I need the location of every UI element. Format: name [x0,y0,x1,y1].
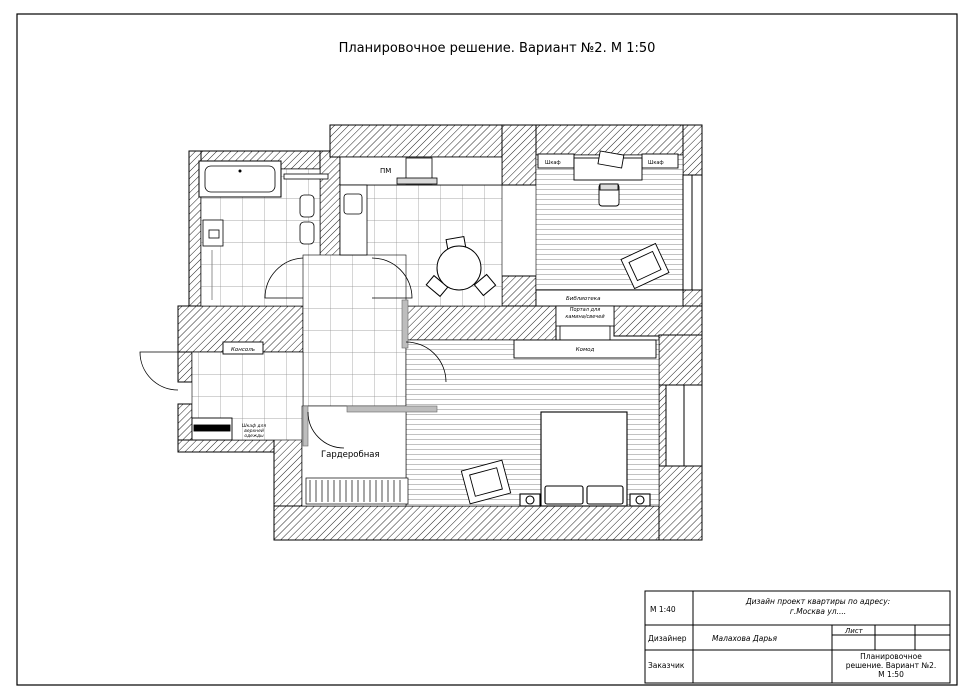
armchair [460,459,512,505]
floors [191,154,684,507]
bed [519,411,651,507]
tb-designer-label: Дизайнер [648,634,687,643]
label-shelf-left: Шкаф [545,160,561,166]
sanitary-fixtures [202,173,329,300]
label-wardrobe-1: Шкаф для [242,423,267,429]
sheet-frame [16,13,958,686]
label-konsol: Консоль [231,347,255,353]
tb-project-1: Дизайн проект квартиры по адресу: [745,597,890,606]
study-furniture [535,150,684,307]
label-portal-2: камина/свечей [565,314,605,320]
label-shelf-right: Шкаф [648,160,664,166]
windows [665,174,703,467]
chest-of-drawers [513,339,657,359]
label-garderobnaya: Гардеробная [321,450,380,460]
label-library: Библиотека [566,296,601,302]
label-komod: Комод [576,347,595,353]
label-wardrobe-2: верхней [244,428,264,434]
dining-table [425,235,497,298]
title-block: М 1:40 Дизайн проект квартиры по адресу:… [644,590,951,684]
tb-project-2: г.Москва ул.... [790,607,846,616]
door-swings [139,257,447,449]
wardrobe-rail [305,477,409,505]
hallway-floor [302,254,407,407]
partitions [302,299,438,447]
drawing-title: Планировочное решение. Вариант №2. М 1:5… [339,41,656,56]
label-portal-1: Портал для [570,307,600,313]
kitchen-worktop [339,156,503,256]
tb-sheet-title-1: Планировочное [860,652,922,661]
tb-customer-label: Заказчик [648,661,685,670]
tb-sheet-title-3: М 1:50 [878,670,904,679]
walls [177,124,703,541]
bathtub [198,160,282,198]
label-pim: ПМ [380,167,391,175]
label-wardrobe-3: одежды [244,434,264,439]
console [222,341,264,355]
tb-designer-name: Малахова Дарья [712,634,778,643]
tb-sheet-title-2: решение. Вариант №2. [846,661,937,670]
tb-sheet-label: Лист [844,627,864,635]
tb-scale: М 1:40 [650,605,676,614]
plan-labels: ПМ Шкаф Шкаф Библиотека Портал для камин… [231,160,664,460]
floor-plan [139,124,703,541]
entrance-wardrobe [191,417,233,441]
